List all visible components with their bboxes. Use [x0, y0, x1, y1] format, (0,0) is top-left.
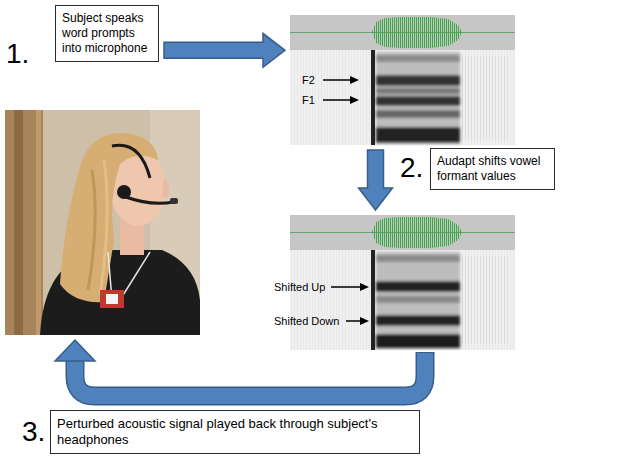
step-number: 1.: [6, 40, 29, 68]
process-box: Subject speaks word prompts into microph…: [55, 5, 159, 62]
box-text: Audapt shifts vowel formant values: [437, 154, 548, 184]
block-arrow: [164, 33, 285, 67]
formant-label: Shifted Up: [274, 280, 325, 294]
step-number: 2.: [400, 154, 423, 182]
formant-label: F1: [302, 93, 315, 107]
feedback-arrow: [55, 340, 425, 396]
spectrogram-panel: Shifted Up Shifted Down: [268, 215, 515, 350]
block-arrow: [359, 150, 393, 210]
subject-photo: [5, 110, 200, 335]
box-text: Perturbed acoustic signal played back th…: [57, 416, 413, 448]
box-text: Subject speaks word prompts into microph…: [62, 11, 152, 56]
formant-label: F2: [302, 73, 315, 87]
spectrogram-panel: F2F1: [290, 15, 515, 145]
step-number: 3.: [22, 418, 45, 446]
process-box: Audapt shifts vowel formant values: [430, 148, 555, 190]
formant-label: Shifted Down: [274, 314, 339, 328]
process-box: Perturbed acoustic signal played back th…: [50, 410, 420, 454]
spectrogram-original: [290, 15, 515, 145]
